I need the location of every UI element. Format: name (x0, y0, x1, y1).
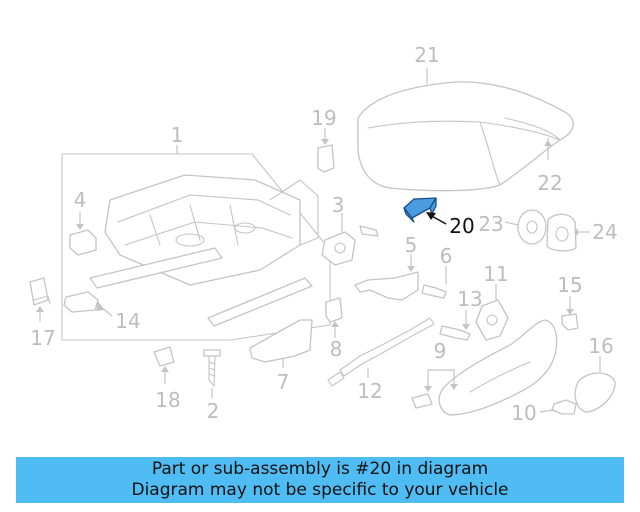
part-13 (439, 325, 471, 341)
part-9-clip (411, 393, 433, 409)
part-17 (29, 277, 51, 306)
callout-1: 1 (171, 123, 184, 147)
callout-7: 7 (277, 370, 290, 394)
callout-12: 12 (357, 379, 382, 403)
callout-15: 15 (557, 273, 582, 297)
part-6 (421, 284, 447, 299)
part-2-bolt (203, 349, 221, 387)
banner-line-1: Part or sub-assembly is #20 in diagram (151, 459, 489, 479)
part-15 (561, 313, 579, 331)
banner-line-2: Diagram may not be specific to your vehi… (131, 480, 509, 500)
part-7 (249, 319, 313, 363)
callout-24: 24 (592, 220, 617, 244)
callout-6: 6 (440, 244, 453, 268)
info-banner: Part or sub-assembly is #20 in diagram D… (16, 457, 624, 503)
part-4 (69, 229, 97, 256)
part-24 (546, 213, 577, 252)
seat-frame (89, 174, 319, 327)
callout-4: 4 (74, 188, 87, 212)
callout-17: 17 (30, 326, 55, 350)
callout-9: 9 (434, 339, 447, 363)
callout-8: 8 (330, 337, 343, 361)
cable (327, 317, 435, 387)
callout-18: 18 (155, 388, 180, 412)
callout-5: 5 (405, 233, 418, 257)
side-shield (438, 319, 558, 416)
callout-23: 23 (478, 212, 503, 236)
callout-16: 16 (588, 334, 613, 358)
callout-11: 11 (483, 262, 508, 286)
part-16 (574, 372, 616, 413)
callout-10: 10 (511, 401, 536, 425)
part-18 (153, 346, 175, 367)
part-8 (325, 297, 343, 323)
part-10 (551, 399, 577, 415)
callout-22: 22 (537, 171, 562, 195)
part-23 (517, 209, 547, 245)
callout-13: 13 (457, 287, 482, 311)
callout-20: 20 (449, 214, 474, 238)
seat-cushion (357, 81, 574, 192)
callout-19: 19 (311, 106, 336, 130)
highlighted-part-20 (403, 197, 437, 223)
part-11 (475, 299, 509, 341)
callout-21: 21 (414, 43, 439, 67)
part-14 (63, 291, 99, 313)
part-19 (317, 144, 335, 173)
callout-14: 14 (115, 309, 140, 333)
part-5 (354, 271, 419, 301)
callout-3: 3 (332, 193, 345, 217)
seat-frame-box (61, 153, 331, 341)
callout-2: 2 (207, 399, 220, 423)
part-3 (321, 225, 379, 266)
